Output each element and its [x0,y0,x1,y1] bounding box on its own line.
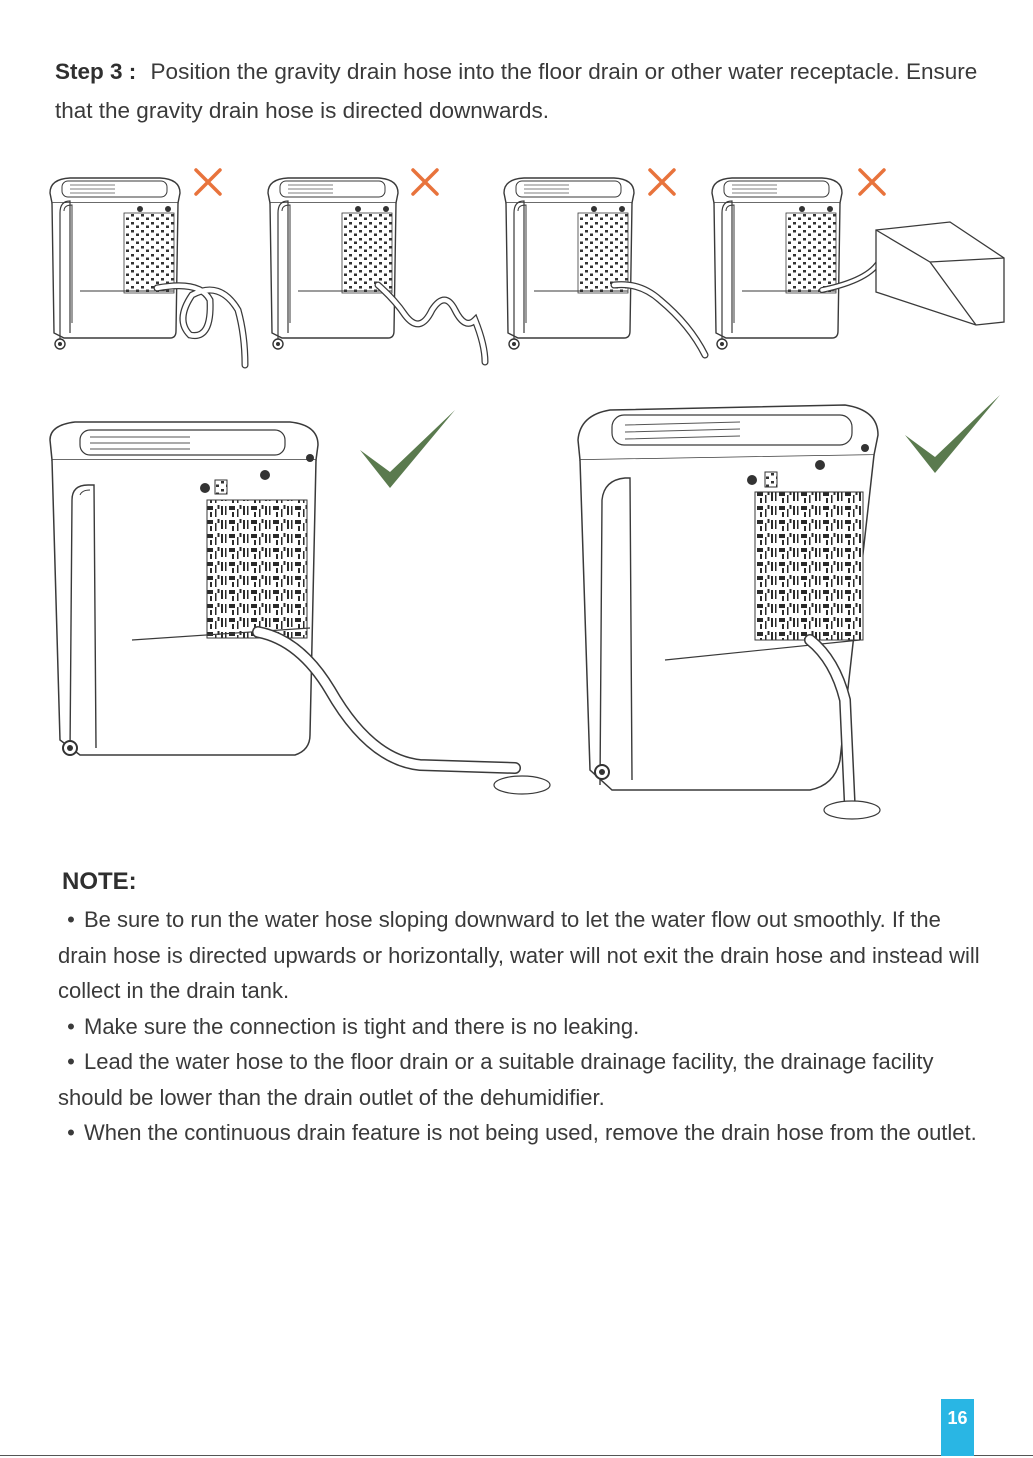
correct-example-slope [49,410,551,795]
wrong-example-raised-box [711,168,1005,350]
note-item: •Make sure the connection is tight and t… [58,1009,988,1045]
cross-icon [411,168,439,196]
step-instruction: Step 3 : Position the gravity drain hose… [55,52,995,130]
note-list: •Be sure to run the water hose sloping d… [58,902,988,1151]
checkmark-icon [905,395,1000,473]
bullet: • [67,1049,75,1074]
wrong-example-wavy [267,168,489,366]
correct-example-straight-down [577,395,1000,820]
note-item: •Be sure to run the water hose sloping d… [58,902,988,1009]
drain-hose-illustrations [49,168,1005,820]
cross-icon [858,168,886,196]
wrong-example-rising [503,168,709,359]
wrong-example-loop [49,168,249,369]
bullet: • [67,907,75,932]
note-item: •Lead the water hose to the floor drain … [58,1044,988,1115]
cross-icon [194,168,222,196]
page-footer-rule [0,1455,1033,1456]
page-number: 16 [941,1399,974,1456]
checkmark-icon [360,410,455,488]
cross-icon [648,168,676,196]
bullet: • [67,1013,75,1039]
note-item: •When the continuous drain feature is no… [58,1115,988,1151]
step-label: Step 3 : [55,59,137,84]
step-text: Position the gravity drain hose into the… [55,59,978,123]
bullet: • [67,1120,75,1145]
note-title: NOTE: [62,868,137,895]
